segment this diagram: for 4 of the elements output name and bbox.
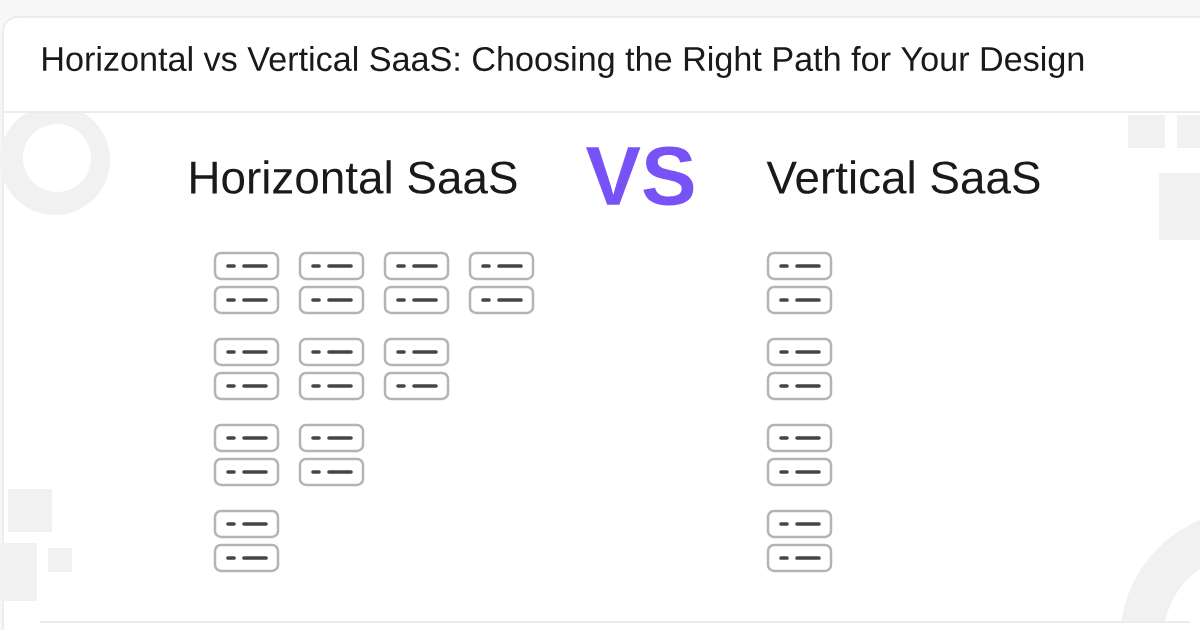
vs-label: VS: [586, 146, 694, 206]
column-heading: Horizontal SaaS: [191, 160, 517, 194]
title: Horizontal vs Vertical SaaS: Choosing the Right Path for Your Design: [43, 46, 1084, 78]
column-heading: Vertical SaaS: [766, 160, 1040, 194]
